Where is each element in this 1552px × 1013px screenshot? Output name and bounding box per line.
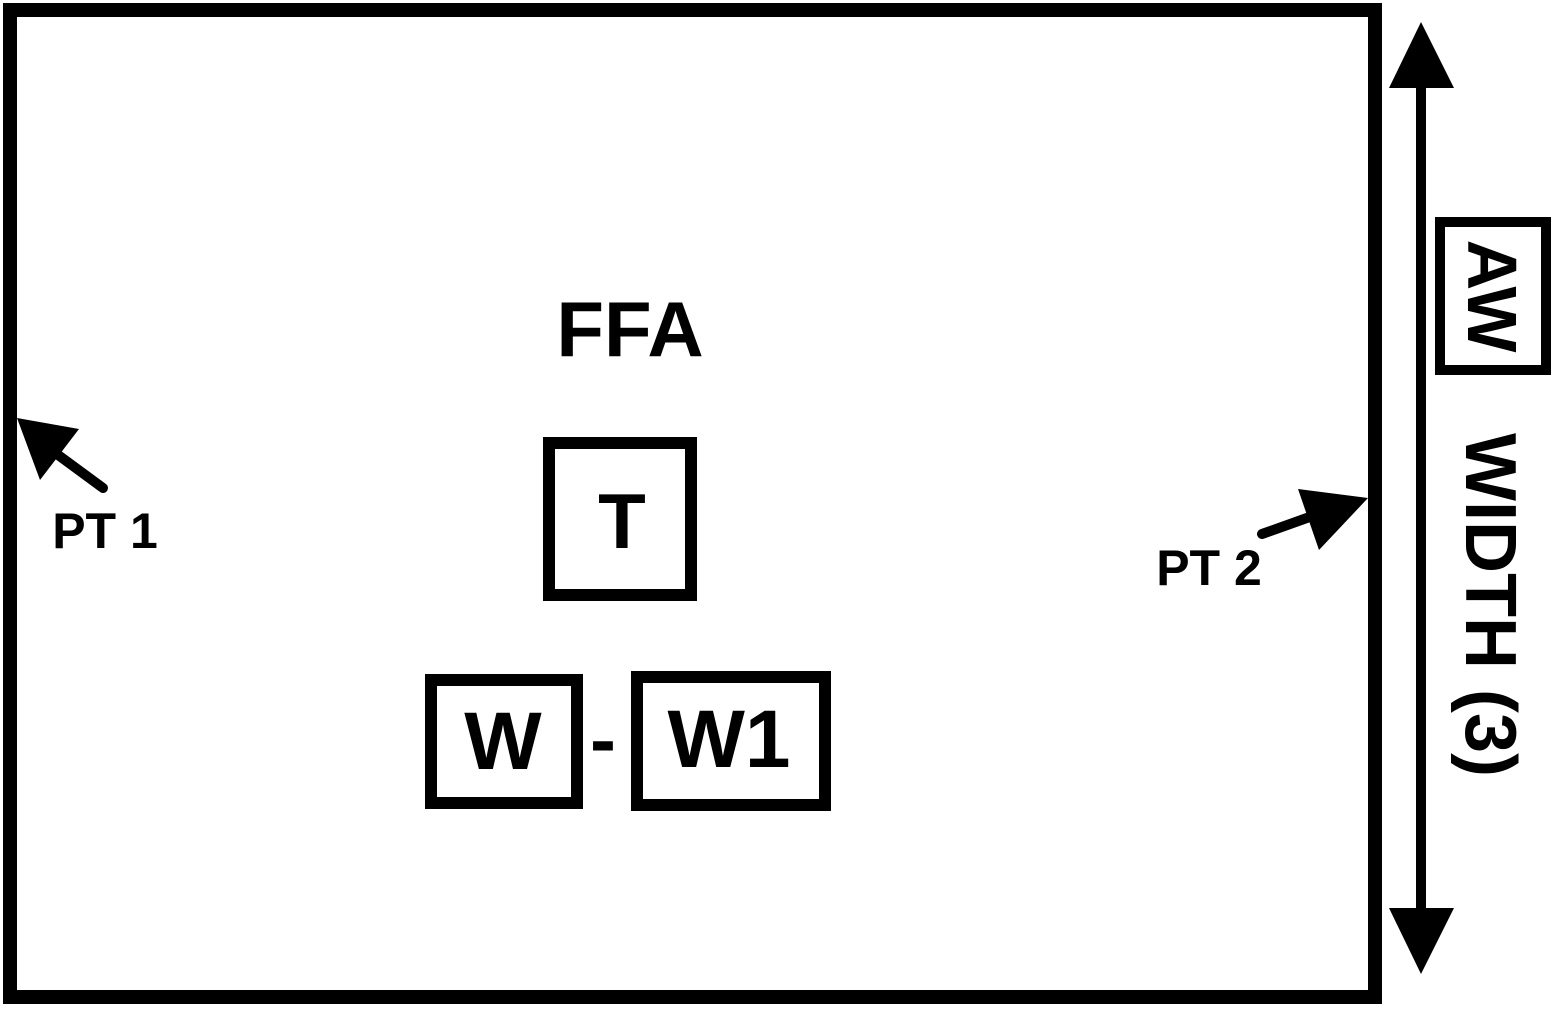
pt2-arrow xyxy=(1257,489,1368,550)
aw-box xyxy=(1435,217,1551,375)
aw-box-label: AW xyxy=(1453,240,1531,353)
ffa-title: FFA xyxy=(556,285,703,373)
w-box xyxy=(425,674,583,809)
pt1-arrow xyxy=(17,418,108,493)
outer-frame xyxy=(3,3,1382,1004)
w1-box-label: W1 xyxy=(668,694,791,785)
t-box-label: T xyxy=(598,477,646,565)
t-box xyxy=(543,437,697,601)
pt1-label: PT 1 xyxy=(52,503,158,559)
dash-separator: - xyxy=(590,695,616,783)
w1-box xyxy=(631,671,831,811)
dimension-arrow xyxy=(1389,22,1454,974)
w-box-label: W xyxy=(464,696,542,787)
pt2-label: PT 2 xyxy=(1156,540,1262,596)
width-dimension-label: WIDTH (3) xyxy=(1450,433,1530,777)
